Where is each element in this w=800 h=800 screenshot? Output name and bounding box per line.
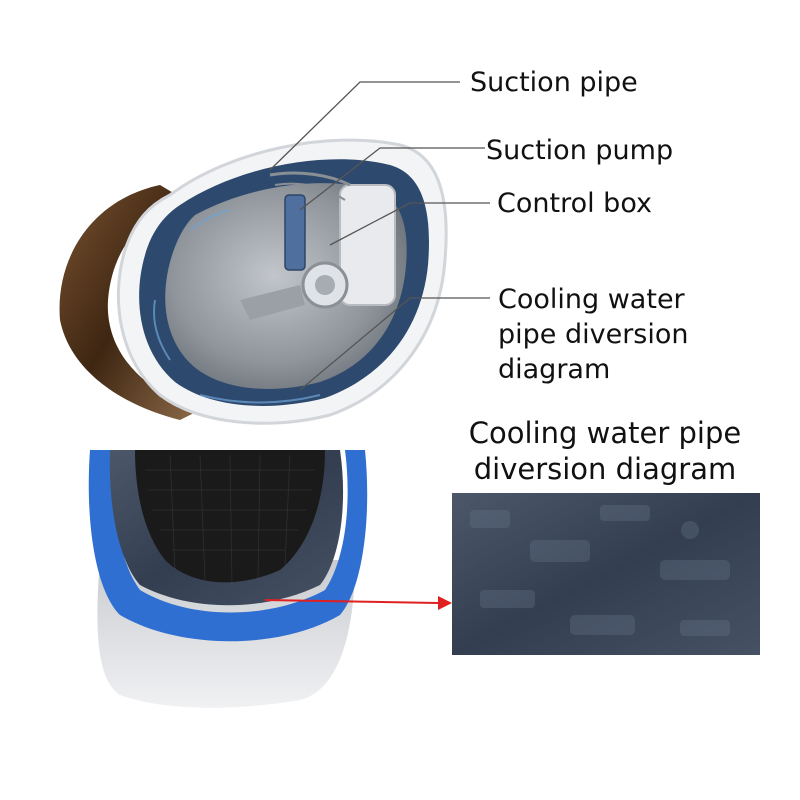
callout-line-cooling: [299, 297, 490, 391]
detail-title-line2: diversion diagram: [473, 452, 737, 486]
label-suction-pipe: Suction pipe: [470, 67, 638, 98]
mesh-pad: [135, 450, 325, 583]
label-control-box: Control box: [497, 188, 652, 219]
control-box-part: [339, 184, 396, 306]
fabric-detail-image: [452, 493, 760, 655]
callout-line-suction-pipe: [269, 81, 460, 171]
detail-title: Cooling water pipe diversion diagram: [440, 415, 770, 487]
label-cooling-line2: pipe diversion: [498, 319, 689, 350]
callout-line-suction-pump: [299, 147, 485, 211]
red-arrow-line: [264, 599, 439, 604]
label-suction-pump: Suction pump: [486, 135, 674, 166]
callout-line-control-box: [329, 202, 490, 246]
label-cooling-line1: Cooling water: [498, 284, 685, 315]
visor-brim: [59, 185, 200, 420]
label-cooling-line3: diagram: [498, 354, 611, 385]
red-arrowhead: [438, 596, 452, 610]
detail-title-line1: Cooling water pipe: [468, 416, 742, 450]
